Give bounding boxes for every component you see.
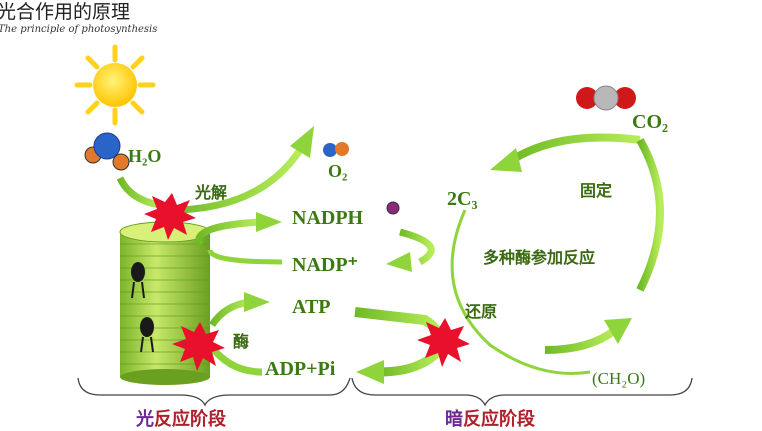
adp-return-arrow [356,346,444,384]
light-stage-rest: 反应阶段 [154,409,226,430]
o2-label: O₂ [328,161,348,181]
dark-stage-rest: 反应阶段 [463,409,535,430]
nadph-loop-arrow [195,212,435,272]
nadph-label: NADPH [292,207,364,229]
photolysis-label: 光解 [195,183,228,202]
fixation-label: 固定 [580,181,613,200]
page-title: 光合作用的原理 [0,1,131,23]
o2-release-arrow [169,126,314,214]
reduction-label: 还原 [465,302,498,321]
enzyme-star-icon [172,322,225,371]
proton-dot-icon [386,201,400,215]
sun-icon [74,44,156,126]
calvin-cycle-arrow [450,133,664,375]
oxygen-molecule-icon [323,142,349,157]
light-stage-brace [77,377,351,407]
page-subtitle: The principle of photosynthesis [0,24,158,35]
enzyme-label: 酶 [233,332,250,351]
light-stage-prefix: 光 [136,409,154,430]
water-molecule-icon [84,132,130,171]
dark-stage-label: 暗反应阶段 [445,405,535,431]
c3-label: 2C₃ [447,188,478,210]
atp-to-dark-arrow [354,307,445,341]
h2o-label: H₂O [128,146,162,166]
co2-label: CO₂ [632,111,668,133]
nadp-label: NADP⁺ [292,254,359,276]
reduction-star-icon [417,318,470,367]
dark-stage-prefix: 暗 [445,409,463,430]
adp-pi-label: ADP+Pi [265,358,336,380]
photolysis-star-icon [144,193,196,240]
enzymes-participate-label: 多种酶参加反应 [483,248,596,267]
dark-stage-brace [351,377,693,407]
ch2o-label: (CH₂O) [592,369,646,388]
atp-arrow [209,292,270,328]
atp-label: ATP [292,296,331,318]
co2-molecule-icon [576,85,636,111]
light-stage-label: 光反应阶段 [136,405,226,431]
